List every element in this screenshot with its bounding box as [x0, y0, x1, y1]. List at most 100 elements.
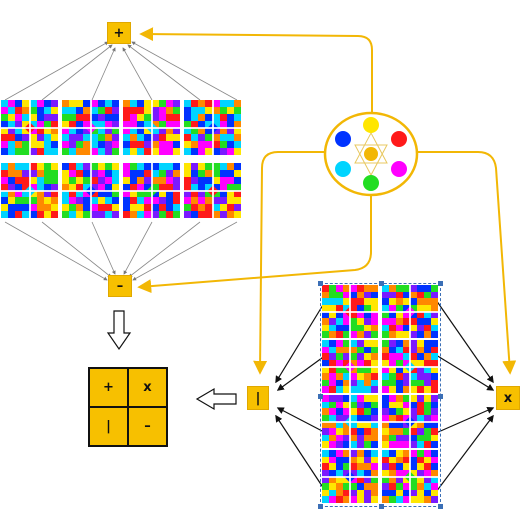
tile-cell [97, 197, 106, 205]
tile-cell [43, 141, 52, 149]
tile-cell [424, 428, 432, 436]
tile-cell [83, 113, 92, 122]
tile-cell [403, 483, 411, 491]
tile-cell [104, 113, 113, 122]
selection-handle-ml[interactable] [318, 394, 323, 399]
tile-cell [22, 106, 31, 115]
tile-cell [371, 304, 378, 313]
tile-seam [409, 340, 411, 393]
tile-cell [350, 421, 358, 429]
tile-cell [364, 401, 372, 409]
tile-cell [396, 450, 404, 458]
tile-cell [357, 395, 365, 403]
tile-cell [130, 113, 138, 122]
tile-cell [226, 190, 235, 198]
tile-cell [431, 298, 438, 306]
tile-cell [83, 190, 92, 198]
tile-cell [233, 141, 241, 149]
tile-cell [62, 134, 70, 142]
selection-handle-bl[interactable] [318, 504, 323, 509]
tile-seam [28, 100, 31, 155]
tile-cell [389, 318, 397, 326]
tile-cell [329, 318, 337, 326]
tile-cell [431, 476, 438, 484]
tile-cell [233, 163, 241, 171]
down-hollow-arrow [106, 310, 132, 351]
tile-cell [97, 120, 106, 129]
hub-color-dot [391, 161, 407, 177]
bar-box[interactable]: | [247, 386, 269, 410]
tile-cell [36, 141, 45, 149]
selection-handle-tm[interactable] [379, 281, 384, 286]
tile-cell [212, 190, 221, 198]
tile-cell [350, 298, 358, 306]
tile-cell [212, 204, 221, 212]
tile-cell [137, 176, 145, 185]
selection-handle-br[interactable] [438, 504, 443, 509]
tile-cell [322, 456, 330, 464]
tile-cell [83, 127, 92, 135]
tile-cell [343, 408, 351, 416]
tile-cell [111, 190, 119, 198]
tile-cell [83, 197, 92, 205]
tile-cell [410, 456, 418, 464]
tile-cell [403, 463, 411, 471]
selection-handle-tl[interactable] [318, 281, 323, 286]
tile-cell [357, 414, 365, 423]
minus-box[interactable]: – [108, 275, 132, 297]
tile-cell [97, 148, 106, 155]
tile-cell [1, 176, 9, 185]
tile-cell [336, 476, 344, 484]
tile-cell [389, 285, 397, 293]
tile-cell [36, 100, 45, 108]
tile-cell [172, 211, 180, 218]
tile-cell [123, 169, 131, 178]
selection-handle-bm[interactable] [379, 504, 384, 509]
tile-cell [410, 331, 418, 338]
tile-cell [212, 113, 221, 122]
tile-cell [403, 285, 411, 293]
tile-cell [403, 340, 411, 348]
tile-cell [22, 204, 31, 212]
tile-cell [336, 340, 344, 348]
tile-cell [198, 106, 206, 115]
tile-cell [322, 291, 330, 299]
tile-cell [22, 141, 31, 149]
selection-frame[interactable] [318, 281, 443, 509]
plus-fan-line-4 [122, 47, 153, 101]
plus-box[interactable]: + [107, 22, 131, 44]
tile-cell [371, 441, 378, 448]
tile-cell [22, 169, 31, 178]
tile-cell [357, 304, 365, 313]
tile-cell [90, 141, 99, 149]
tile-cell [336, 366, 344, 374]
selection-handle-mr[interactable] [438, 394, 443, 399]
tile-cell [343, 285, 351, 293]
tile-cell [158, 204, 167, 212]
tile-cell [43, 113, 52, 122]
tile-cell [29, 169, 38, 178]
tile-cell [36, 183, 45, 192]
tile-cell [212, 211, 221, 218]
hub-to-bar-arrow [253, 151, 330, 375]
tile-cell [29, 148, 38, 155]
tile-cell [111, 100, 119, 108]
tile-cell [76, 190, 84, 198]
tile-cell [144, 163, 153, 171]
tile-cell [350, 318, 358, 326]
tile-cell [212, 176, 221, 185]
tile-cell [172, 163, 180, 171]
result-cell-bar-label: | [106, 419, 111, 434]
tile-cell [212, 148, 221, 155]
tile-cell [329, 373, 337, 381]
tile-cell [364, 469, 372, 478]
tile-cell [431, 421, 438, 429]
tile-cell [343, 483, 351, 491]
tile-cell [329, 331, 337, 338]
selection-handle-tr[interactable] [438, 281, 443, 286]
tile-cell [431, 434, 438, 442]
cross-box[interactable]: x [496, 386, 520, 410]
tile-cell [371, 469, 378, 478]
hub-color-dot [335, 131, 351, 147]
tile-cell [212, 106, 221, 115]
